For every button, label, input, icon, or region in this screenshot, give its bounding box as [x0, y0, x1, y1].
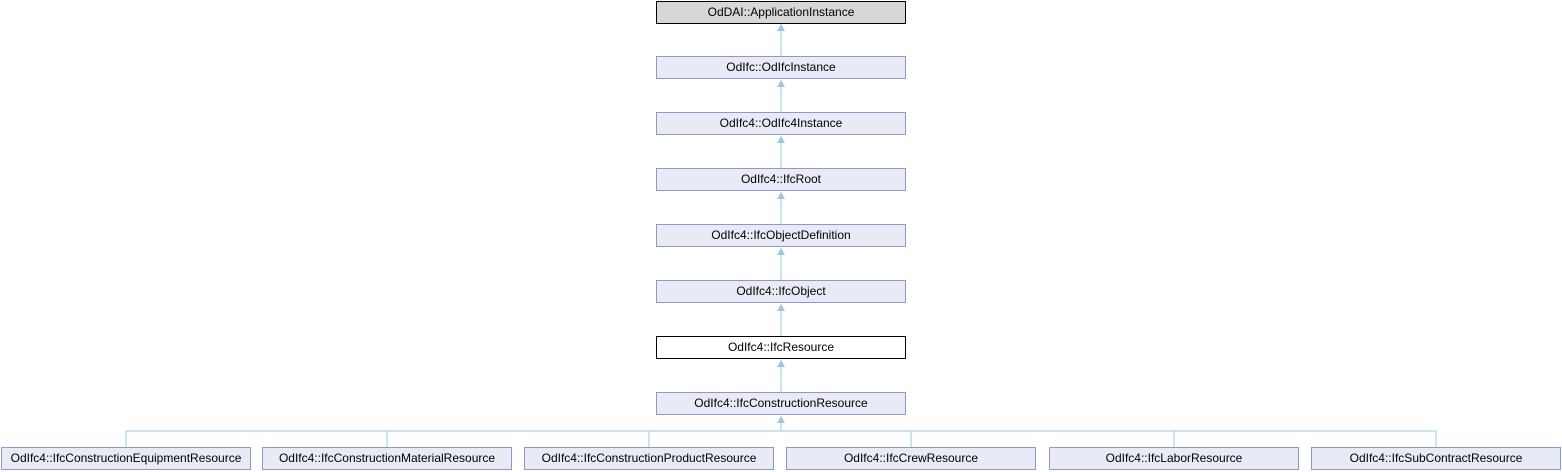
arrowhead-icon — [777, 192, 785, 199]
class-node-oddai-applicationinstance[interactable]: OdDAI::ApplicationInstance — [656, 1, 906, 24]
class-node-odifc-odifcinstance[interactable]: OdIfc::OdIfcInstance — [656, 56, 906, 79]
arrowhead-icon — [777, 360, 785, 367]
class-node-odifc4-ifcresource-current: OdIfc4::IfcResource — [656, 336, 906, 359]
arrowhead-icon — [777, 248, 785, 255]
arrowhead-icon — [777, 416, 785, 423]
class-node-odifc4-ifcconstructionmaterialresource[interactable]: OdIfc4::IfcConstructionMaterialResource — [262, 447, 512, 470]
class-node-odifc4-ifcconstructionequipmentresource[interactable]: OdIfc4::IfcConstructionEquipmentResource — [1, 447, 251, 470]
class-node-odifc4-ifcobjectdefinition[interactable]: OdIfc4::IfcObjectDefinition — [656, 224, 906, 247]
class-node-odifc4-ifcconstructionproductresource[interactable]: OdIfc4::IfcConstructionProductResource — [524, 447, 774, 470]
arrowhead-icon — [777, 304, 785, 311]
class-node-odifc4-odifc4instance[interactable]: OdIfc4::OdIfc4Instance — [656, 112, 906, 135]
class-node-odifc4-ifcroot[interactable]: OdIfc4::IfcRoot — [656, 168, 906, 191]
class-node-odifc4-ifccrewresource[interactable]: OdIfc4::IfcCrewResource — [786, 447, 1036, 470]
arrowhead-icon — [777, 136, 785, 143]
arrowhead-icon — [777, 24, 785, 31]
arrowhead-icon — [777, 80, 785, 87]
class-node-odifc4-ifcobject[interactable]: OdIfc4::IfcObject — [656, 280, 906, 303]
class-node-odifc4-ifcconstructionresource[interactable]: OdIfc4::IfcConstructionResource — [656, 392, 906, 415]
class-node-odifc4-ifclaborresource[interactable]: OdIfc4::IfcLaborResource — [1049, 447, 1299, 470]
class-node-odifc4-ifcsubcontractresource[interactable]: OdIfc4::IfcSubContractResource — [1311, 447, 1561, 470]
